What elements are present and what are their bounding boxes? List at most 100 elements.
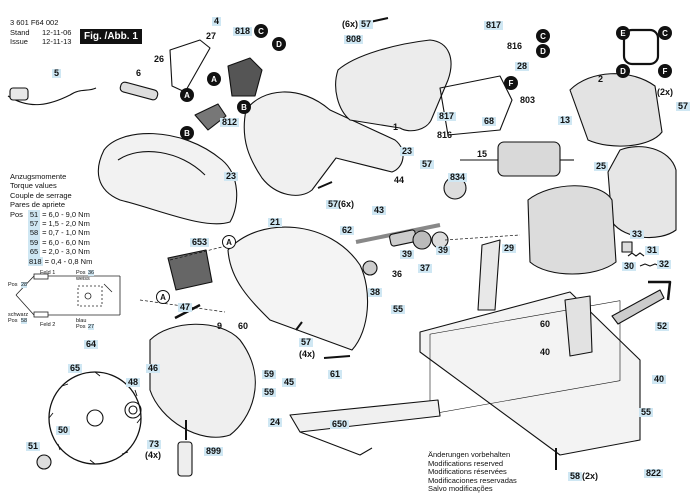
stand-date: 12-11-06: [42, 28, 72, 37]
callout-46: 46: [146, 363, 161, 373]
callout-9: 9: [217, 321, 223, 331]
callout-36: 36: [392, 269, 403, 279]
callout-808: 808: [344, 34, 364, 44]
callout-57-top: 57: [359, 19, 374, 29]
callout-61: 61: [328, 369, 343, 379]
part-number: 3 601 F64 002: [10, 18, 59, 27]
callout-57-6x: 57: [326, 199, 341, 209]
callout-52: 52: [655, 321, 670, 331]
marker-c: C: [254, 24, 268, 38]
callout-818: 818: [233, 26, 253, 36]
torque-row: 59 = 6,0 - 6,0 Nm: [10, 237, 92, 248]
wire-pos-left: Pos: [8, 282, 18, 288]
callout-816-mid: 816: [437, 130, 453, 140]
torque-row: 58 = 0,7 - 1,0 Nm: [10, 228, 92, 238]
callout-30: 30: [622, 261, 637, 271]
torque-title-4: Pares de apriete: [10, 200, 66, 210]
callout-2: 2: [598, 74, 604, 84]
callout-55-right: 55: [639, 407, 654, 417]
torque-key: 818: [28, 256, 43, 267]
callout-40: 40: [540, 347, 551, 357]
callout-13: 13: [558, 115, 573, 125]
mod-line-fr: Modifications réservées: [428, 467, 507, 477]
wire-pos-right-num: 36: [88, 270, 95, 276]
torque-key: 51: [28, 209, 40, 220]
callout-822: 822: [644, 468, 664, 478]
wire-pos58: Pos: [8, 318, 18, 324]
wire-pos-left-num: 28: [21, 282, 28, 288]
torque-key: 59: [28, 237, 40, 248]
marker-d-ring: D: [616, 64, 630, 78]
callout-6x-top: (6x): [342, 19, 359, 29]
callout-817-mid: 817: [437, 111, 457, 121]
callout-4x-bottom: (4x): [145, 450, 162, 460]
callout-58: 58: [568, 471, 583, 481]
callout-817-top: 817: [484, 20, 504, 30]
callout-38: 38: [368, 287, 383, 297]
callout-57-mid: 57: [420, 159, 435, 169]
wire-feld2: Feld 2: [40, 322, 56, 328]
modifications-note: Änderungen vorbehalten Modifications res…: [428, 450, 517, 494]
callout-54: 40: [652, 374, 667, 384]
callout-25: 25: [594, 161, 609, 171]
torque-table: Anzugsmomente Torque values Couple de se…: [10, 172, 93, 267]
torque-value: = 0,4 - 0,8 Nm: [44, 256, 93, 266]
mod-line-en: Modifications reserved: [428, 458, 504, 468]
marker-b-left: B: [180, 126, 194, 140]
callout-47: 47: [178, 302, 193, 312]
wire-pos27-label: Pos: [76, 324, 86, 330]
torque-key: 65: [28, 247, 40, 257]
callout-55-mid: 55: [391, 304, 406, 314]
callout-44: 44: [394, 175, 405, 185]
marker-f-mid: F: [504, 76, 518, 90]
wire-schwarz: schwarz: [8, 312, 29, 318]
callout-59: 59: [262, 369, 277, 379]
callout-60-left: 60: [238, 321, 249, 331]
torque-title-3: Couple de serrage: [10, 190, 72, 200]
torque-title-1: Anzugsmomente: [10, 172, 67, 181]
issue-date: 12-11-13: [42, 37, 72, 46]
torque-value: = 6,0 - 6,0 Nm: [42, 237, 90, 247]
stand-label: Stand: [10, 28, 30, 37]
marker-a-low: A: [156, 290, 170, 304]
callout-50: 50: [56, 425, 71, 435]
callout-59b: 59: [262, 387, 277, 397]
callout-68: 68: [482, 116, 497, 126]
callout-1: 1: [393, 122, 399, 132]
wiring-diagram: [15, 273, 121, 318]
torque-key: 58: [28, 228, 40, 238]
issue-label: Issue: [10, 37, 28, 46]
torque-value: = 2,0 - 3,0 Nm: [42, 247, 90, 257]
callout-899: 899: [204, 446, 224, 456]
callout-2x-bottom: (2x): [582, 471, 599, 481]
callout-812: 812: [220, 117, 240, 127]
callout-28: 28: [515, 61, 530, 71]
torque-row: 65 = 2,0 - 3,0 Nm: [10, 247, 92, 257]
callout-29: 29: [502, 243, 517, 253]
wire-feld1: Feld 1: [40, 270, 56, 276]
wire-blau: blau: [76, 318, 87, 324]
callout-6: 6: [136, 68, 142, 78]
callout-62: 62: [340, 225, 355, 235]
callout-65: 65: [68, 363, 83, 373]
callout-37: 37: [418, 263, 433, 273]
callout-650: 650: [330, 419, 350, 429]
callout-4: 4: [212, 16, 222, 26]
callout-26: 26: [154, 54, 165, 64]
wire-pos27: 27: [88, 324, 95, 330]
callout-653: 653: [190, 237, 210, 247]
callout-57-4x: 57: [299, 337, 314, 347]
marker-e-top: E: [616, 26, 630, 40]
callout-64: 64: [84, 339, 99, 349]
wire-pos-right: Pos: [76, 270, 86, 276]
power-cord-shape: [7, 87, 97, 106]
mod-line-es: Modificaciones reservadas: [428, 475, 517, 485]
marker-c-ring: C: [658, 26, 672, 40]
torque-value: = 1,5 - 2,0 Nm: [42, 219, 90, 229]
callout-48: 48: [126, 377, 141, 387]
torque-row: 818 = 0,4 - 0,8 Nm: [10, 256, 93, 267]
callout-15: 15: [477, 149, 488, 159]
torque-row: 57 = 1,5 - 2,0 Nm: [10, 219, 92, 229]
